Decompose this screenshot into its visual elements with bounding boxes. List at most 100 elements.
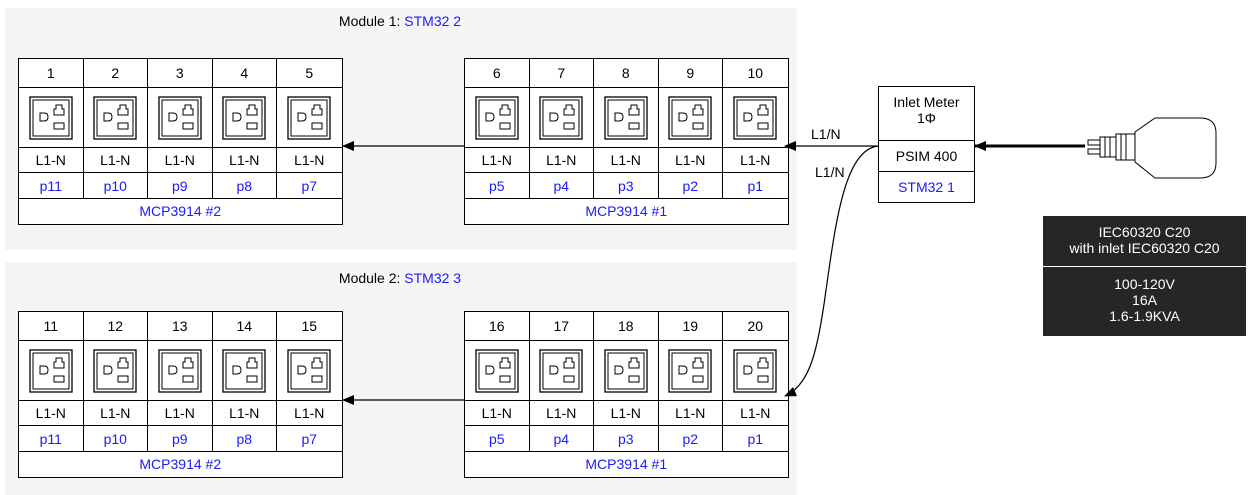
outlet-number: 11 — [19, 312, 84, 341]
outlet-phase-label: L1-N — [658, 401, 723, 426]
inlet-meter: Inlet Meter 1Φ PSIM 400 STM32 1 — [878, 86, 975, 203]
adc-chip-link[interactable]: MCP3914 #2 — [139, 456, 222, 472]
outlet-phase-label: L1-N — [658, 148, 723, 173]
outlet-phase-label: L1-N — [594, 401, 659, 426]
outlet-pin-link[interactable]: p4 — [529, 173, 594, 199]
outlet-number: 16 — [465, 312, 530, 341]
module-2-title: Module 2: STM32 3 — [250, 270, 550, 286]
outlet-icon — [733, 96, 777, 140]
outlet-phase-label: L1-N — [529, 401, 594, 426]
outlet-socket[interactable] — [529, 88, 594, 148]
spec-info-box: IEC60320 C20 with inlet IEC60320 C20 100… — [1043, 216, 1246, 336]
outlet-number: 3 — [148, 59, 213, 88]
outlet-socket[interactable] — [277, 341, 342, 401]
outlet-pin-link[interactable]: p4 — [529, 426, 594, 452]
outlet-pin-link[interactable]: p10 — [83, 426, 148, 452]
outlet-number: 5 — [277, 59, 342, 88]
outlet-socket[interactable] — [277, 88, 342, 148]
outlet-pin-link[interactable]: p8 — [212, 426, 277, 452]
outlet-icon — [158, 349, 202, 393]
outlet-number: 15 — [277, 312, 342, 341]
inlet-title-line1: Inlet Meter — [893, 94, 960, 110]
outlet-socket[interactable] — [83, 341, 148, 401]
outlet-pin-link[interactable]: p11 — [19, 173, 84, 199]
power-rating: 1.6-1.9KVA — [1109, 308, 1180, 324]
info-divider — [1043, 266, 1246, 267]
outlet-socket[interactable] — [19, 341, 84, 401]
adc-chip-link[interactable]: MCP3914 #1 — [585, 203, 668, 219]
outlet-icon — [93, 349, 137, 393]
outlet-socket[interactable] — [529, 341, 594, 401]
connector-type: IEC60320 C20 — [1098, 224, 1191, 240]
outlet-number: 12 — [83, 312, 148, 341]
outlet-number: 7 — [529, 59, 594, 88]
outlet-pin-link[interactable]: p5 — [465, 426, 530, 452]
outlet-socket[interactable] — [19, 88, 84, 148]
module-controller-link[interactable]: STM32 3 — [404, 270, 462, 286]
outlet-phase-label: L1-N — [212, 148, 277, 173]
outlet-socket[interactable] — [465, 88, 530, 148]
outlet-socket[interactable] — [594, 88, 659, 148]
outlet-phase-label: L1-N — [83, 401, 148, 426]
outlet-phase-label: L1-N — [723, 401, 788, 426]
voltage: 100-120V — [1114, 276, 1175, 292]
outlet-phase-label: L1-N — [529, 148, 594, 173]
plug-icon — [1087, 117, 1217, 179]
outlet-socket[interactable] — [658, 88, 723, 148]
outlet-phase-label: L1-N — [19, 401, 84, 426]
outlet-icon — [604, 349, 648, 393]
outlet-socket[interactable] — [723, 88, 788, 148]
outlet-icon — [287, 349, 331, 393]
outlet-number: 1 — [19, 59, 84, 88]
adc-chip-link[interactable]: MCP3914 #2 — [139, 203, 222, 219]
outlet-icon — [475, 349, 519, 393]
outlet-socket[interactable] — [723, 341, 788, 401]
outlet-icon — [93, 96, 137, 140]
inlet-title: Inlet Meter 1Φ — [879, 87, 974, 141]
outlet-socket[interactable] — [212, 88, 277, 148]
outlet-number: 9 — [658, 59, 723, 88]
inlet-controller-link[interactable]: STM32 1 — [898, 179, 955, 195]
module-title-prefix: Module 1: — [338, 13, 405, 29]
module-controller-link[interactable]: STM32 2 — [404, 13, 462, 29]
outlet-socket[interactable] — [658, 341, 723, 401]
outlet-pin-link[interactable]: p8 — [212, 173, 277, 199]
outlet-pin-link[interactable]: p2 — [658, 426, 723, 452]
adc-chip-link[interactable]: MCP3914 #1 — [585, 456, 668, 472]
outlet-socket[interactable] — [83, 88, 148, 148]
outlet-pin-link[interactable]: p1 — [723, 426, 788, 452]
outlet-socket[interactable] — [465, 341, 530, 401]
outlet-number: 20 — [723, 312, 788, 341]
outlet-phase-label: L1-N — [83, 148, 148, 173]
outlet-pin-link[interactable]: p9 — [148, 426, 213, 452]
outlet-icon — [287, 96, 331, 140]
outlet-pin-link[interactable]: p10 — [83, 173, 148, 199]
outlet-phase-label: L1-N — [148, 148, 213, 173]
outlet-pin-link[interactable]: p7 — [277, 426, 342, 452]
outlet-pin-link[interactable]: p3 — [594, 426, 659, 452]
outlet-pin-link[interactable]: p1 — [723, 173, 788, 199]
outlet-number: 10 — [723, 59, 788, 88]
outlet-icon — [222, 349, 266, 393]
outlet-socket[interactable] — [212, 341, 277, 401]
outlet-socket[interactable] — [148, 88, 213, 148]
outlet-pin-link[interactable]: p5 — [465, 173, 530, 199]
outlet-number: 18 — [594, 312, 659, 341]
outlet-pin-link[interactable]: p7 — [277, 173, 342, 199]
outlet-phase-label: L1-N — [148, 401, 213, 426]
wire-label-module2: L1/N — [815, 164, 845, 180]
outlet-pin-link[interactable]: p2 — [658, 173, 723, 199]
outlet-number: 14 — [212, 312, 277, 341]
outlet-pin-link[interactable]: p9 — [148, 173, 213, 199]
outlet-number: 13 — [148, 312, 213, 341]
outlet-number: 19 — [658, 312, 723, 341]
outlet-icon — [604, 96, 648, 140]
outlet-socket[interactable] — [148, 341, 213, 401]
outlet-pin-link[interactable]: p11 — [19, 426, 84, 452]
outlet-number: 2 — [83, 59, 148, 88]
outlet-socket[interactable] — [594, 341, 659, 401]
outlet-pin-link[interactable]: p3 — [594, 173, 659, 199]
